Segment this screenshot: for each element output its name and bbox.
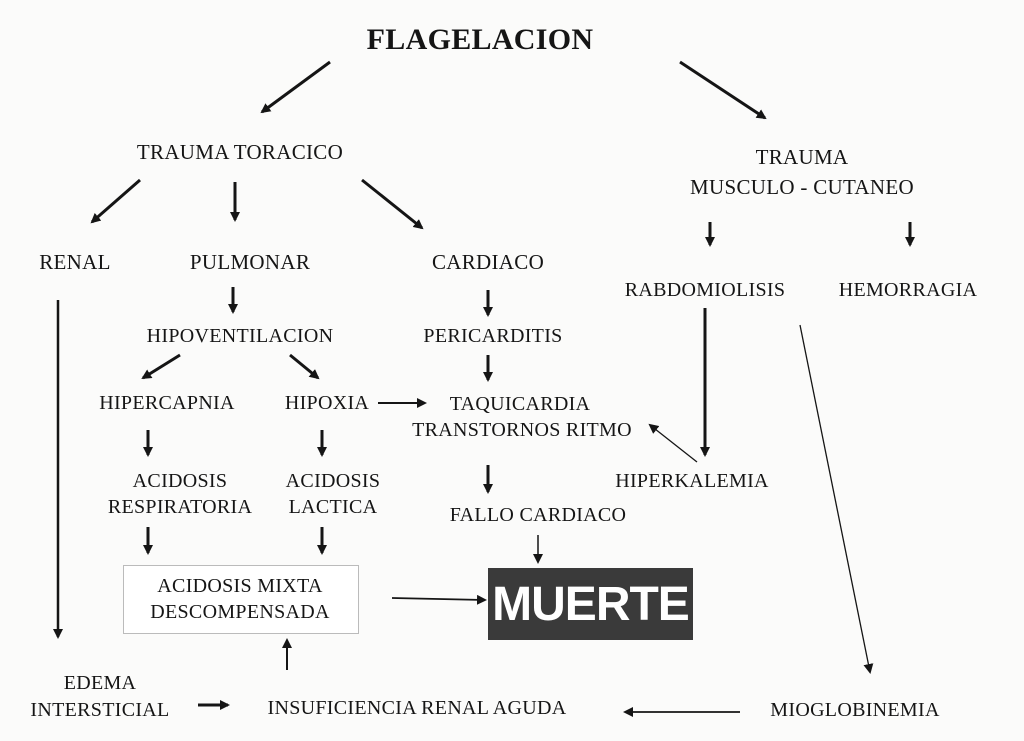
- muerte-label: MUERTE: [492, 577, 690, 631]
- node-edema: EDEMA: [63, 672, 137, 694]
- node-musculo-cutaneo: MUSCULO - CUTANEO: [690, 175, 914, 199]
- node-acidosis-mixta-1: ACIDOSIS MIXTA: [157, 575, 323, 597]
- node-trauma-toracico: TRAUMA TORACICO: [136, 140, 344, 164]
- arrow-10: [141, 353, 181, 380]
- node-acidosis-lactica-2: LACTICA: [288, 496, 378, 518]
- node-trauma: TRAUMA: [755, 145, 849, 169]
- node-pericarditis: PERICARDITIS: [423, 325, 563, 347]
- node-hipercapnia: HIPERCAPNIA: [99, 392, 235, 414]
- node-mioglobinemia: MIOGLOBINEMIA: [770, 699, 940, 721]
- arrow-16: [648, 423, 698, 463]
- arrow-4: [361, 178, 424, 230]
- arrow-11: [289, 353, 320, 380]
- node-taquicardia: TAQUICARDIA: [449, 393, 591, 415]
- node-renal: RENAL: [39, 250, 111, 274]
- arrow-23: [391, 594, 487, 605]
- acidosis-mixta-box: [123, 565, 359, 634]
- node-cardiaco: CARDIACO: [431, 250, 545, 274]
- arrow-1: [679, 60, 767, 120]
- node-hiperkalemia: HIPERKALEMIA: [615, 470, 769, 492]
- muerte-box: MUERTE: [488, 568, 693, 640]
- arrow-15: [799, 324, 874, 674]
- node-fallo-cardiaco: FALLO CARDIACO: [449, 504, 627, 526]
- node-hemorragia: HEMORRAGIA: [838, 279, 978, 301]
- node-acidosis-respiratoria-2: RESPIRATORIA: [107, 496, 253, 518]
- node-acidosis-mixta-2: DESCOMPENSADA: [150, 601, 330, 623]
- node-hipoxia: HIPOXIA: [284, 392, 370, 414]
- node-intersticial: INTERSTICIAL: [30, 699, 170, 721]
- node-pulmonar: PULMONAR: [189, 250, 311, 274]
- node-insuficiencia-renal-aguda: INSUFICIENCIA RENAL AGUDA: [267, 697, 567, 719]
- node-acidosis-lactica-1: ACIDOSIS: [285, 470, 381, 492]
- arrow-2: [90, 178, 141, 224]
- node-hipoventilacion: HIPOVENTILACION: [146, 325, 334, 347]
- node-acidosis-respiratoria-1: ACIDOSIS: [132, 470, 228, 492]
- arrow-0: [260, 60, 331, 114]
- title-flagelacion: FLAGELACION: [366, 23, 594, 56]
- node-transtornos-ritmo: TRANSTORNOS RITMO: [412, 419, 632, 441]
- node-rabdomiolisis: RABDOMIOLISIS: [624, 279, 786, 301]
